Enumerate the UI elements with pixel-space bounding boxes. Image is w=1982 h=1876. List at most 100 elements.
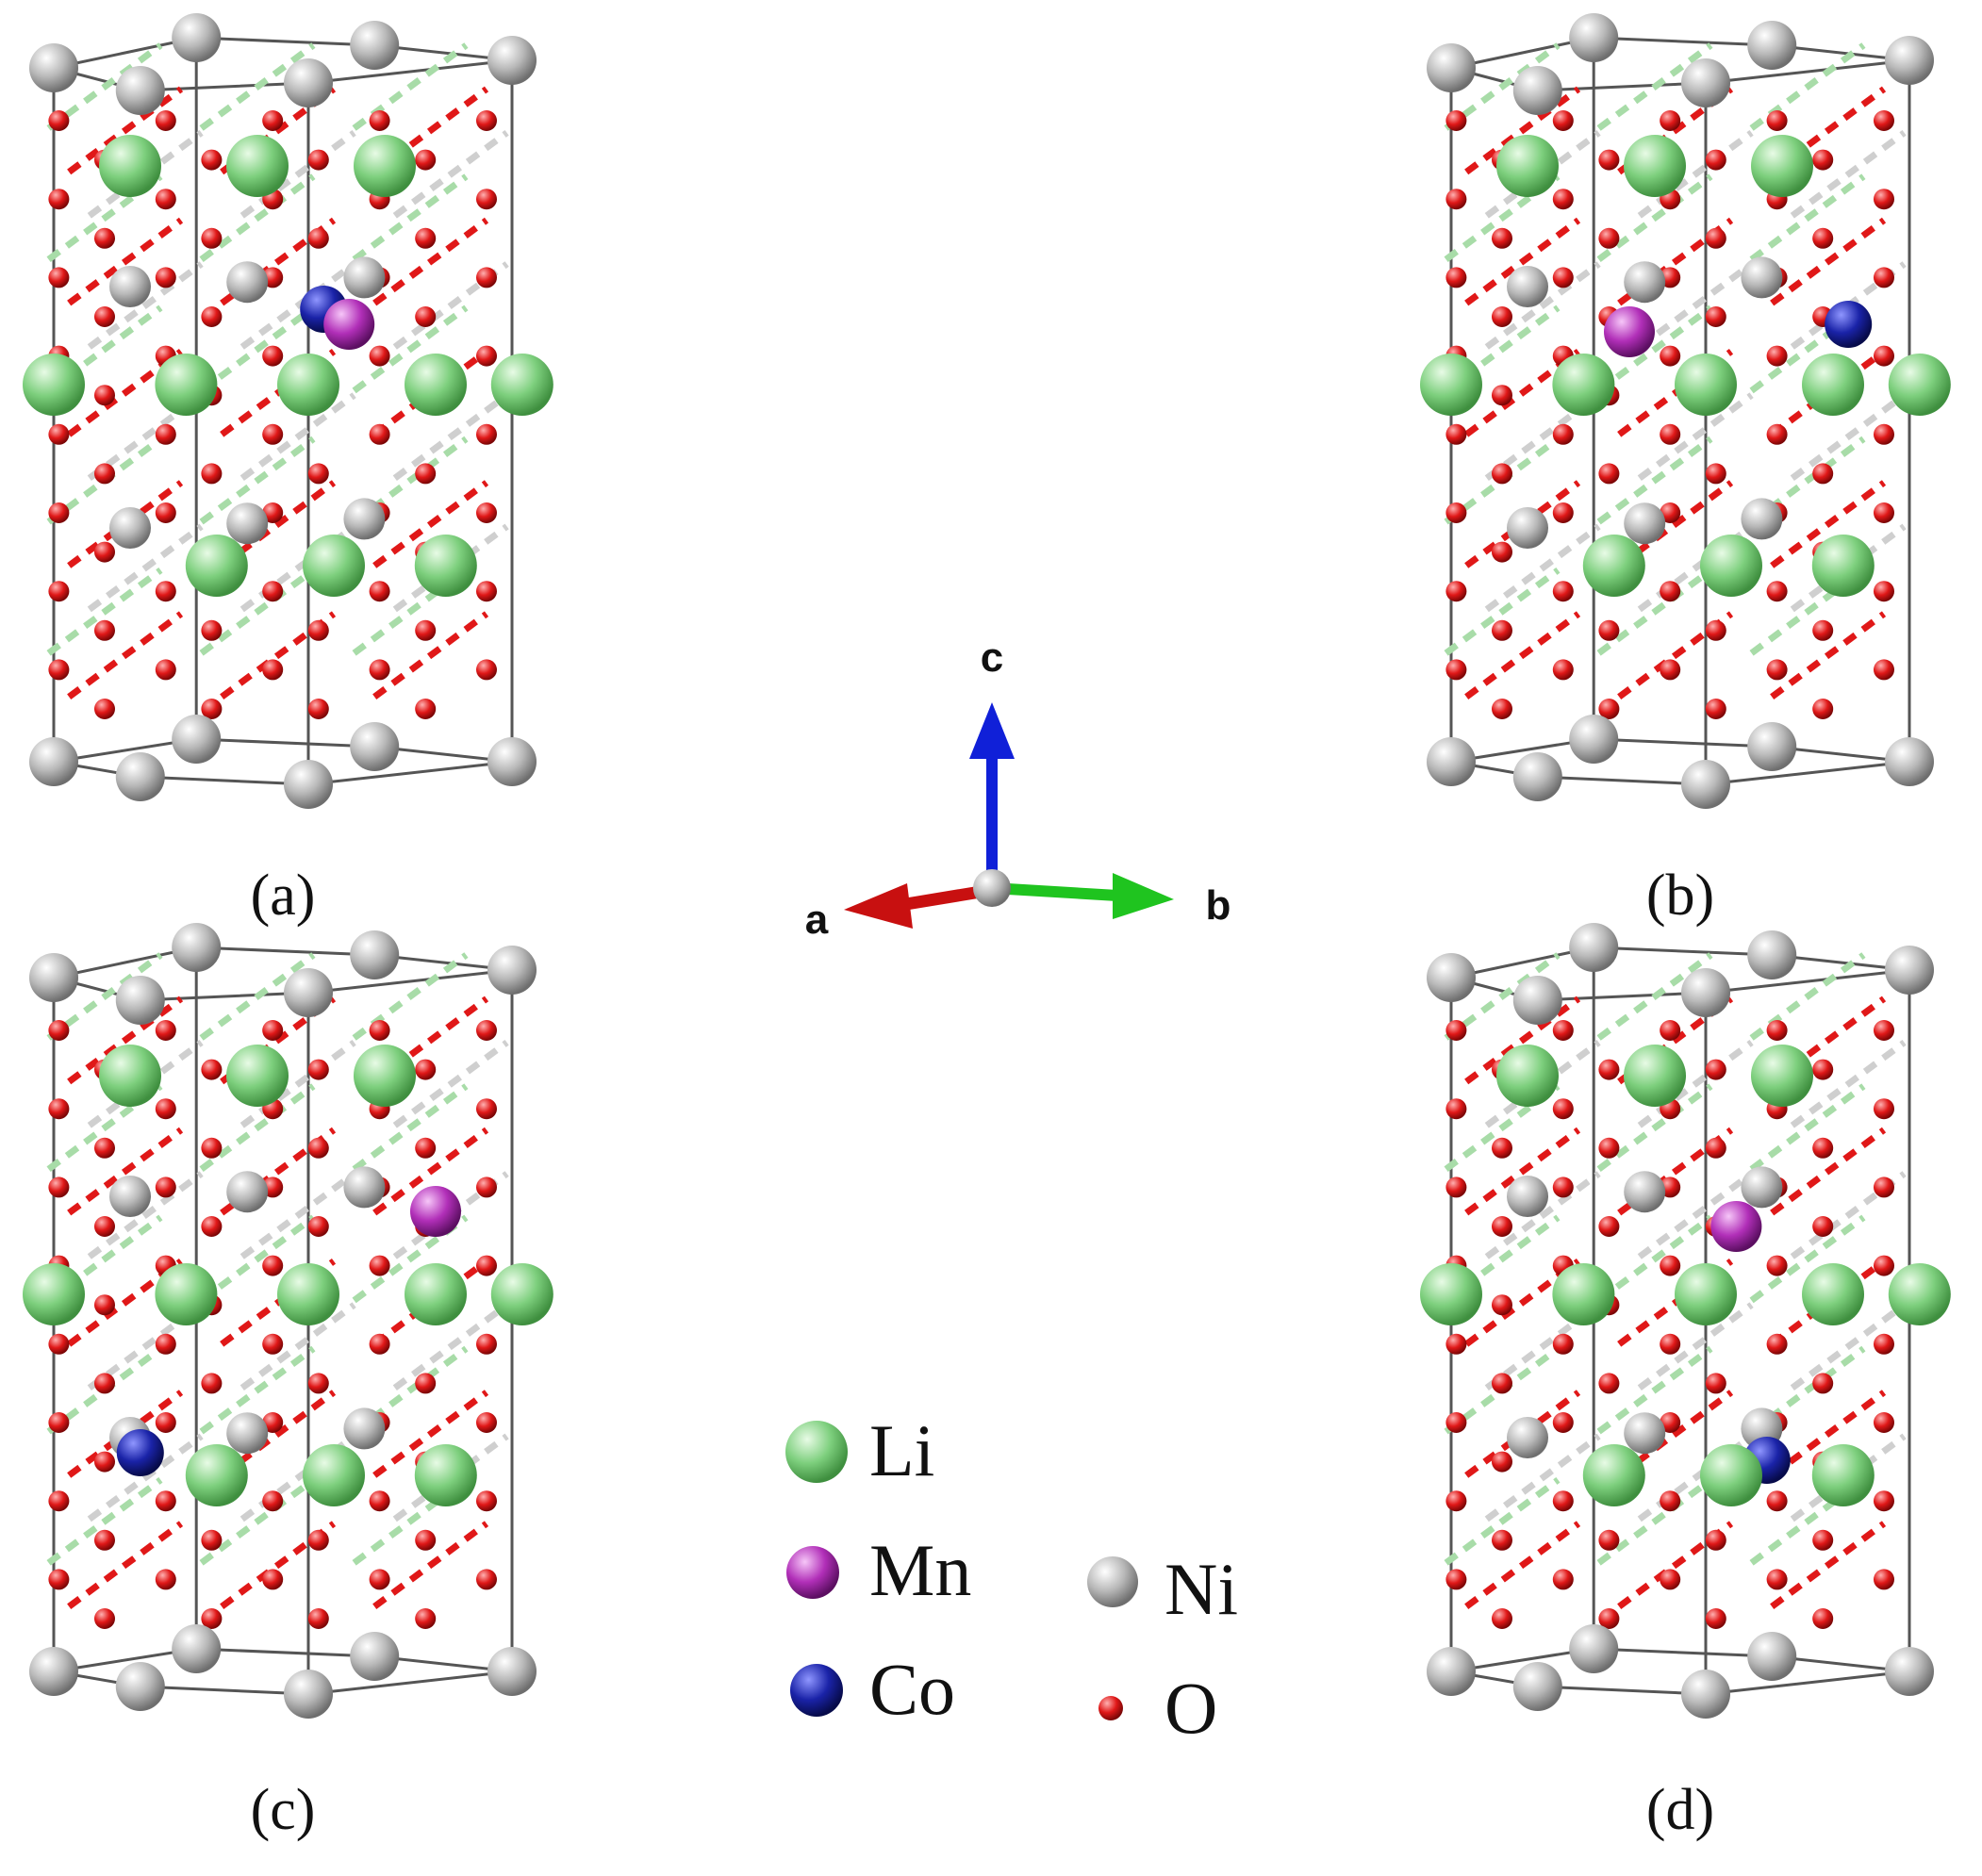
o-atom <box>1598 463 1620 485</box>
ni-atom <box>226 1171 269 1213</box>
ni-atom <box>172 1624 222 1673</box>
ni-atom <box>1885 36 1934 85</box>
o-atom <box>1552 1412 1574 1433</box>
bond <box>1770 1521 1887 1610</box>
li-atom <box>1552 354 1615 416</box>
co-atom <box>116 1429 164 1476</box>
o-atom <box>1660 345 1681 367</box>
o-atom <box>1445 110 1467 131</box>
ni-atom <box>226 1412 269 1455</box>
ni-atom <box>350 21 400 70</box>
o-atom <box>94 619 115 641</box>
o-atom <box>1766 1490 1788 1512</box>
bond <box>1596 952 1713 1041</box>
ni-atom <box>1569 715 1619 764</box>
bond <box>392 1039 509 1128</box>
o-atom <box>262 1255 284 1276</box>
o-atom <box>1874 1412 1894 1433</box>
o-atom <box>48 1412 70 1433</box>
co-atom-icon <box>790 1664 843 1717</box>
o-atom <box>155 1177 176 1198</box>
o-atom <box>1445 1177 1467 1198</box>
bond <box>1484 1171 1601 1259</box>
o-atom <box>1705 149 1726 171</box>
bond <box>199 1214 316 1304</box>
bond <box>87 1171 204 1259</box>
bond <box>67 86 184 175</box>
ni-atom <box>343 498 386 540</box>
o-atom <box>1766 1255 1788 1276</box>
li-atom <box>414 1444 477 1506</box>
o-atom <box>48 110 70 131</box>
b-axis-label: b <box>1206 882 1231 929</box>
o-atom <box>94 1216 115 1237</box>
ni-atom <box>1427 953 1476 1002</box>
li-atom <box>1496 135 1559 197</box>
ni-atom <box>109 266 151 307</box>
o-atom <box>1445 1020 1467 1041</box>
li-atom <box>1675 1263 1737 1325</box>
o-atom <box>48 1569 70 1590</box>
ni-atom <box>1507 1176 1548 1217</box>
o-atom <box>307 1373 329 1394</box>
o-atom <box>1552 267 1574 288</box>
o-atom <box>1552 423 1574 445</box>
bond <box>199 952 316 1041</box>
ni-atom <box>1747 1632 1797 1681</box>
o-atom <box>1812 1216 1834 1237</box>
o-atom <box>201 1059 223 1080</box>
o-atom <box>1598 619 1620 641</box>
panel-label: (b) <box>1646 864 1714 928</box>
o-atom <box>415 1529 437 1551</box>
o-atom <box>94 1529 115 1551</box>
unit-cell-structure <box>23 13 553 809</box>
li-atom <box>155 354 218 416</box>
o-atom <box>1492 385 1512 406</box>
legend-item-mn: Mn <box>786 1529 971 1611</box>
ni-atom <box>1885 1647 1934 1696</box>
ni-atom <box>226 502 269 545</box>
o-atom <box>1705 227 1726 249</box>
panel-c: (c) <box>23 923 553 1842</box>
o-atom <box>369 1020 390 1041</box>
o-atom <box>1598 1529 1620 1551</box>
bond <box>1749 1214 1866 1304</box>
li-atom <box>1802 354 1864 416</box>
ni-atom <box>487 36 537 85</box>
bond <box>199 567 316 656</box>
o-atom <box>1874 189 1894 210</box>
o-atom <box>262 581 284 602</box>
o-atom <box>307 1216 329 1237</box>
bond <box>1444 1476 1561 1566</box>
ni-atom <box>284 58 333 107</box>
mn-atom <box>1710 1201 1762 1252</box>
o-atom <box>94 1294 115 1316</box>
li-atom <box>277 1263 339 1325</box>
o-atom <box>1492 227 1512 249</box>
o-atom <box>1766 1333 1788 1355</box>
bond <box>87 261 204 350</box>
bond <box>199 173 316 263</box>
li-atom <box>1496 1045 1559 1107</box>
li-atom <box>185 1444 248 1506</box>
bond <box>372 1127 489 1216</box>
o-atom <box>307 1059 329 1080</box>
o-atom <box>262 345 284 367</box>
o-atom <box>262 502 284 523</box>
li-atom <box>155 1263 218 1325</box>
o-atom <box>476 423 497 445</box>
ni-atom <box>115 752 165 801</box>
bond <box>1770 480 1887 568</box>
bond <box>1484 261 1601 350</box>
o-atom <box>1445 659 1467 681</box>
o-atom <box>476 1255 497 1276</box>
ni-atom <box>172 13 222 62</box>
o-atom <box>48 423 70 445</box>
bond <box>1444 567 1561 656</box>
o-atom <box>415 1059 437 1080</box>
o-atom <box>1445 267 1467 288</box>
o-atom <box>1874 1255 1894 1276</box>
co-atom <box>1825 301 1873 348</box>
o-atom <box>476 267 497 288</box>
